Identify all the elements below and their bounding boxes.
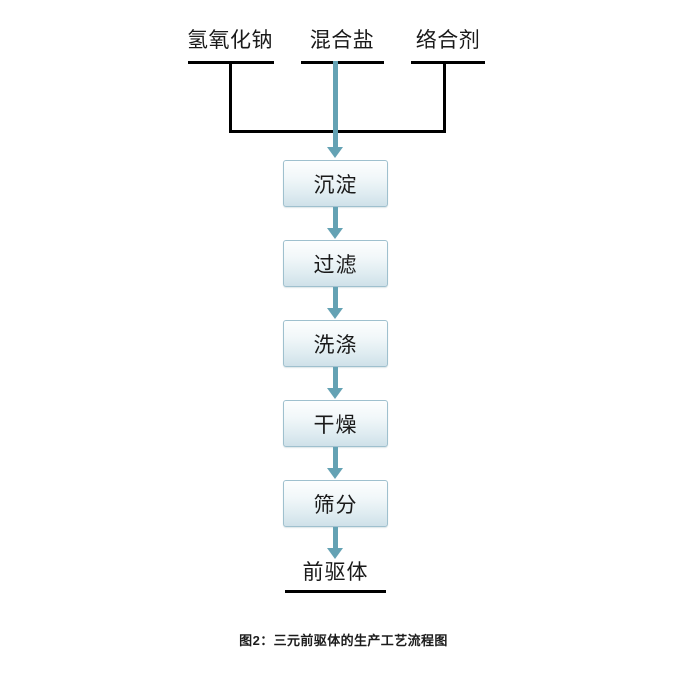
arrow-washing-to-drying-stem xyxy=(333,367,338,389)
arrow-filtration-to-washing-stem xyxy=(333,287,338,309)
input-label-complexing-agent: 络合剂 xyxy=(415,29,481,52)
arrow-precipitation-to-filtration-stem xyxy=(333,207,338,229)
arrow-screening-to-precursor-head xyxy=(327,548,343,559)
arrow-filtration-to-washing-head xyxy=(327,308,343,319)
arrow-screening-to-precursor-stem xyxy=(333,527,338,549)
arrow-drying-to-screening-head xyxy=(327,468,343,479)
process-box-drying[interactable]: 干燥 xyxy=(283,400,388,447)
connector-right-vertical xyxy=(443,61,446,133)
output-label-precursor: 前驱体 xyxy=(302,561,369,584)
process-box-washing[interactable]: 洗涤 xyxy=(283,320,388,367)
arrow-washing-to-drying-head xyxy=(327,388,343,399)
output-rule-precursor xyxy=(285,590,386,593)
arrow-drying-to-screening-stem xyxy=(333,447,338,469)
process-box-screening[interactable]: 筛分 xyxy=(283,480,388,527)
arrow-inputs-to-precipitation-stem xyxy=(333,61,338,148)
input-rule-mixed-salt xyxy=(301,61,384,64)
figure-caption: 图2：三元前驱体的生产工艺流程图 xyxy=(239,633,448,648)
arrow-precipitation-to-filtration-head xyxy=(327,228,343,239)
connector-left-vertical xyxy=(229,61,232,133)
process-box-filtration[interactable]: 过滤 xyxy=(283,240,388,287)
input-rule-complexing-agent xyxy=(411,61,485,64)
input-label-mixed-salt: 混合盐 xyxy=(309,29,375,52)
input-label-sodium-hydroxide: 氢氧化钠 xyxy=(187,29,273,52)
arrow-inputs-to-precipitation-head xyxy=(327,147,343,158)
process-box-precipitation[interactable]: 沉淀 xyxy=(283,160,388,207)
